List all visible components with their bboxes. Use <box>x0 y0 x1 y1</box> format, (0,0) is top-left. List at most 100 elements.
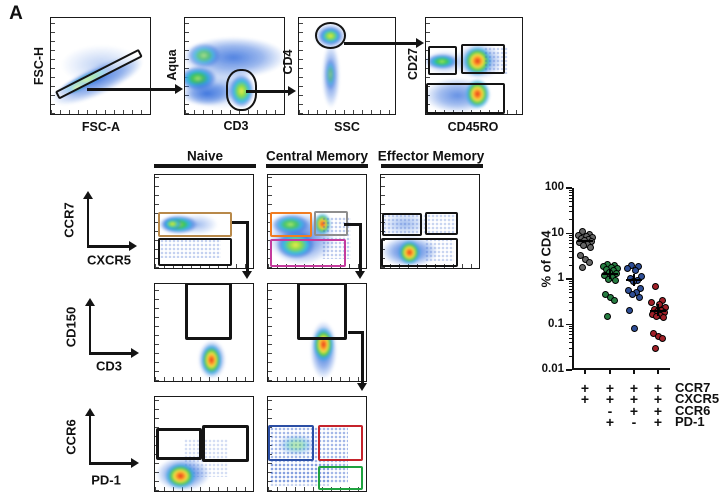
y-axis-label: FSC-H <box>32 46 46 86</box>
phenotype-sign: + <box>653 403 663 419</box>
y-minor-tick <box>569 280 572 282</box>
phenotype-sign: + <box>580 391 590 407</box>
phenotype-sign: + <box>605 391 615 407</box>
y-axis-label: CD27 <box>406 48 420 80</box>
y-minor-tick <box>569 331 572 333</box>
y-minor-tick <box>569 337 572 339</box>
gate-ccr6pos-pd1pos-red <box>317 425 364 461</box>
y-minor-tick <box>569 256 572 258</box>
phenotype-sign: - <box>631 414 637 430</box>
connector-line <box>348 331 364 334</box>
data-point <box>586 243 594 251</box>
density-blob <box>426 54 458 69</box>
gate-central-memory <box>460 43 505 74</box>
gate-ccr7neg <box>269 239 347 268</box>
column-underline <box>381 164 483 168</box>
x-tick <box>657 370 659 374</box>
connector-line <box>232 221 249 224</box>
axis-arrowhead-right <box>131 348 139 359</box>
gate-ccr7-pos <box>157 212 233 238</box>
gate-naive <box>427 45 457 75</box>
row-x-label: PD-1 <box>91 472 121 488</box>
x-axis-label: CD3 <box>223 119 249 133</box>
axis-arrowhead-up <box>84 408 95 416</box>
data-point <box>635 293 643 301</box>
phenotype-sign: + <box>653 380 663 396</box>
gate-effector-memory <box>426 83 505 114</box>
row-x-label: CXCR5 <box>86 252 132 268</box>
connector-arrowhead-down <box>357 383 368 391</box>
y-major-tick <box>566 278 572 280</box>
data-point <box>578 263 586 271</box>
gating-arrowhead <box>175 83 183 94</box>
y-axis-line <box>572 188 574 370</box>
phenotype-sign: + <box>605 380 615 396</box>
y-minor-tick <box>569 347 572 349</box>
axis-arrowhead-up <box>82 191 93 199</box>
density-speckle <box>269 462 329 487</box>
row-x-label: CD3 <box>95 358 123 374</box>
phenotype-sign: + <box>629 403 639 419</box>
median-bar <box>650 309 666 312</box>
connector-line <box>359 223 362 272</box>
data-point <box>651 282 659 290</box>
column-header-central-memory: Central Memory <box>265 148 369 164</box>
density-blob <box>162 217 183 230</box>
x-tick <box>584 370 586 374</box>
gate-ccr6neg-pd1pos-green <box>317 465 364 491</box>
gate-upper-left <box>381 213 423 237</box>
data-point <box>651 344 659 352</box>
y-tick-label: 10 <box>551 226 564 239</box>
density-blob <box>186 42 221 68</box>
gate-upper-right <box>425 212 459 236</box>
y-minor-tick <box>569 285 572 287</box>
median-bar <box>577 239 593 242</box>
axis-arrowhead-right <box>129 241 137 252</box>
row-y-label: CCR7 <box>61 202 77 238</box>
density-blob <box>397 240 422 266</box>
gate-ccr7pos-cxcr5neg <box>269 212 313 238</box>
flow-plot-cd27-cd45ro <box>425 17 523 115</box>
flow-plot-cd4-ssc <box>298 17 396 115</box>
y-minor-tick <box>569 235 572 237</box>
y-minor-tick <box>569 334 572 336</box>
y-minor-tick <box>569 240 572 242</box>
y-major-tick <box>566 323 572 326</box>
phenotype-row-label: PD-1 <box>675 414 705 429</box>
panel-label: A <box>9 3 23 24</box>
y-tick-label: 0.1 <box>548 317 564 330</box>
density-blob <box>463 45 493 76</box>
x-axis-label: SSC <box>334 120 360 134</box>
data-point <box>624 287 632 295</box>
y-minor-tick <box>569 288 572 290</box>
gate-ccr6pos-pd1pos <box>202 425 250 462</box>
phenotype-row-label: CCR6 <box>675 403 711 418</box>
data-point <box>600 271 608 279</box>
y-minor-tick <box>569 296 572 298</box>
density-blob <box>313 326 334 362</box>
flow-plot-cd3-aqua <box>184 17 285 115</box>
density-speckle <box>269 427 349 484</box>
gate-cd4-positive <box>315 21 347 49</box>
data-point <box>585 259 593 267</box>
axis-arrowhead-right <box>131 458 139 469</box>
gate-cd150 <box>185 284 233 341</box>
phenotype-row-label: CCR7 <box>675 380 711 395</box>
density-speckle <box>382 214 457 235</box>
density-blob <box>324 58 337 91</box>
y-minor-tick <box>569 194 572 196</box>
median-bar <box>626 279 642 281</box>
flow-plot-em-ccr7-cxcr5 <box>380 174 480 269</box>
x-axis-label: CD45RO <box>447 120 499 134</box>
phenotype-row-label: CXCR5 <box>675 391 720 406</box>
x-tick <box>633 370 635 374</box>
x-axis-line <box>572 368 670 370</box>
data-point <box>623 265 631 272</box>
gate-cd150 <box>297 284 348 341</box>
gate-ccr6pos-pd1neg <box>155 428 203 460</box>
connector-line <box>361 331 364 384</box>
y-minor-tick <box>569 191 572 193</box>
y-minor-tick <box>569 251 572 253</box>
